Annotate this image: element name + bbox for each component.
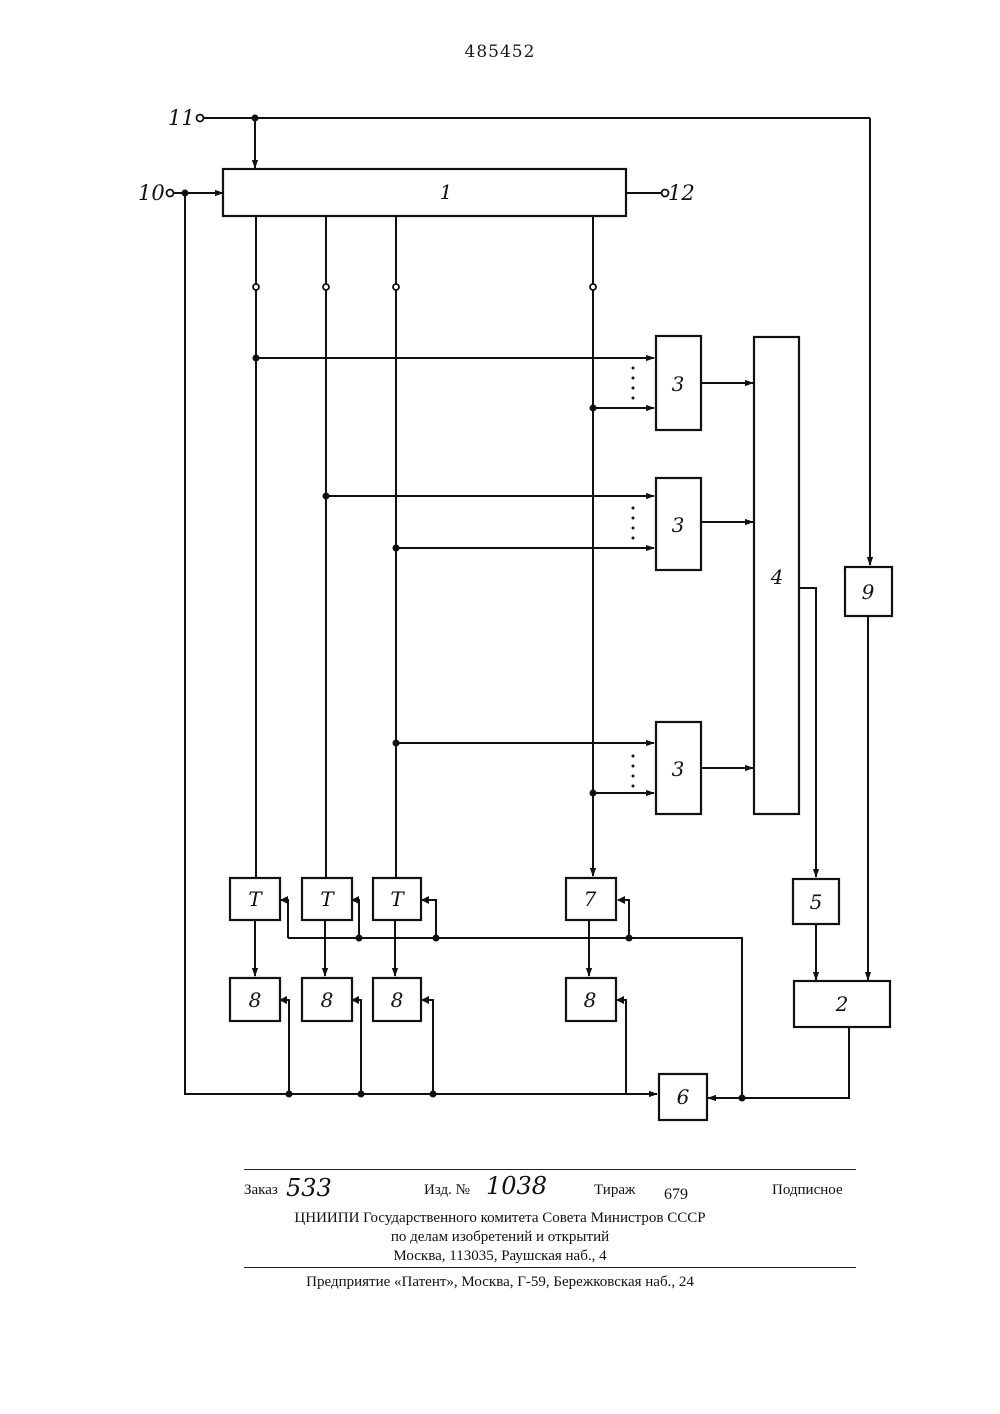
footer-imprint-row: Заказ 533 Изд. № 1038 Тираж 679 Подписно… xyxy=(244,1176,856,1206)
junction-dots xyxy=(182,115,746,1102)
publisher-line-3: Москва, 113035, Раушская наб., 4 xyxy=(0,1248,1000,1265)
label-block-6: 6 xyxy=(677,1085,690,1109)
label-block-3a: 3 xyxy=(672,372,685,396)
run-label: Тираж xyxy=(594,1182,635,1199)
label-terminal-11: 11 xyxy=(168,106,195,130)
footer-bottom-rule xyxy=(244,1267,856,1268)
label-block-8c: 8 xyxy=(391,988,404,1012)
label-block-4: 4 xyxy=(770,565,784,589)
blocks xyxy=(223,169,892,1120)
label-block-8a: 8 xyxy=(249,988,262,1012)
publisher-line-2: по делам изобретений и открытий xyxy=(0,1229,1000,1246)
label-block-3b: 3 xyxy=(672,513,685,537)
label-block-1: 1 xyxy=(440,180,453,204)
order-value: 533 xyxy=(286,1174,332,1202)
block-diagram: 1 3 3 3 4 9 T T T 7 8 8 8 8 5 2 6 11 10 … xyxy=(0,0,1000,1160)
label-block-8b: 8 xyxy=(321,988,334,1012)
label-block-T1: T xyxy=(248,887,263,911)
label-block-T3: T xyxy=(390,887,405,911)
edition-value: 1038 xyxy=(486,1172,547,1200)
label-terminal-10: 10 xyxy=(138,181,165,205)
terminal-11-node xyxy=(197,115,204,122)
terminal-10-node xyxy=(167,190,174,197)
label-block-7: 7 xyxy=(584,887,597,911)
label-block-T2: T xyxy=(320,887,335,911)
label-block-2: 2 xyxy=(835,992,849,1016)
run-value: 679 xyxy=(664,1186,688,1204)
ellipsis-dots xyxy=(632,367,635,788)
publisher-line-1: ЦНИИПИ Государственного комитета Совета … xyxy=(0,1210,1000,1227)
label-terminal-12: 12 xyxy=(668,181,695,205)
label-block-5: 5 xyxy=(810,890,823,914)
label-block-8d: 8 xyxy=(584,988,597,1012)
block-1 xyxy=(223,169,626,216)
footer-top-rule xyxy=(244,1169,856,1170)
order-label: Заказ xyxy=(244,1182,278,1199)
enterprise-line: Предприятие «Патент», Москва, Г-59, Бере… xyxy=(0,1274,1000,1291)
label-block-9: 9 xyxy=(862,580,875,604)
label-block-3c: 3 xyxy=(672,757,685,781)
subscription-note: Подписное xyxy=(772,1182,843,1199)
edition-label: Изд. № xyxy=(424,1182,470,1199)
